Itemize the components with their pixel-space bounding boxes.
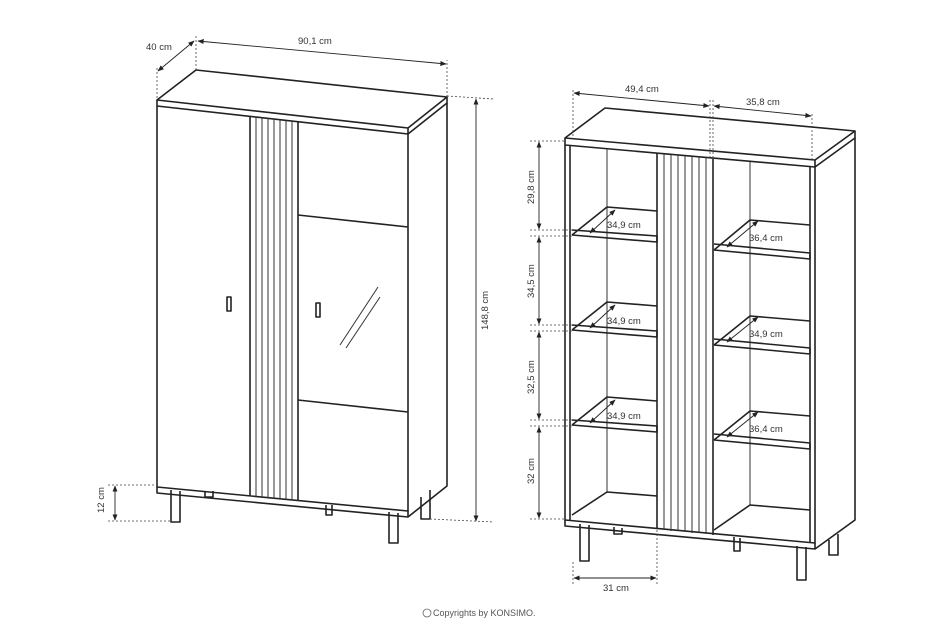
copyright: Copyrights by KONSIMO.	[422, 608, 536, 618]
right-shelves	[713, 219, 811, 531]
left-front-body	[156, 106, 409, 512]
leg-height-label: 12 cm	[96, 487, 107, 513]
compartment-height-4: 32 cm	[526, 458, 537, 484]
left-shelves	[571, 206, 658, 516]
glass-reflection	[339, 286, 379, 346]
door-handle-icon	[226, 296, 232, 312]
right-cabinet	[564, 107, 856, 581]
right-shelf-depth-3: 36,4 cm	[749, 424, 783, 435]
leg-offset-label: 31 cm	[603, 583, 629, 594]
door-handle-icon	[315, 302, 321, 318]
copyright-icon	[422, 608, 432, 618]
right-shelf-depth-1: 36,4 cm	[749, 233, 783, 244]
left-cabinet	[156, 69, 448, 544]
compartment-height-1: 29,8 cm	[526, 170, 537, 204]
left-dimensions: 40 cm 90,1 cm 148,8 cm 12 cm	[96, 34, 495, 523]
slat-panel	[255, 117, 293, 500]
right-shelf-depth-2: 34,9 cm	[749, 329, 783, 340]
left-shelf-depth-1: 34,9 cm	[607, 220, 641, 231]
right-cabinet-legs	[579, 524, 839, 581]
left-width-label: 49,4 cm	[625, 84, 659, 95]
center-slat-panel	[656, 153, 714, 535]
depth-label: 40 cm	[146, 42, 172, 53]
left-cabinet-legs	[170, 490, 431, 544]
width-label: 90,1 cm	[298, 36, 332, 47]
right-width-label: 35,8 cm	[746, 97, 780, 108]
left-top-slab	[156, 69, 448, 129]
right-dimensions: 49,4 cm 35,8 cm 29,8 cm 34,5 cm 32,5 cm …	[526, 84, 813, 594]
height-label: 148,8 cm	[480, 291, 491, 330]
left-shelf-depth-3: 34,9 cm	[607, 411, 641, 422]
compartment-height-3: 32,5 cm	[526, 360, 537, 394]
left-shelf-depth-2: 34,9 cm	[607, 316, 641, 327]
copyright-text: Copyrights by KONSIMO.	[433, 608, 536, 618]
compartment-height-2: 34,5 cm	[526, 264, 537, 298]
